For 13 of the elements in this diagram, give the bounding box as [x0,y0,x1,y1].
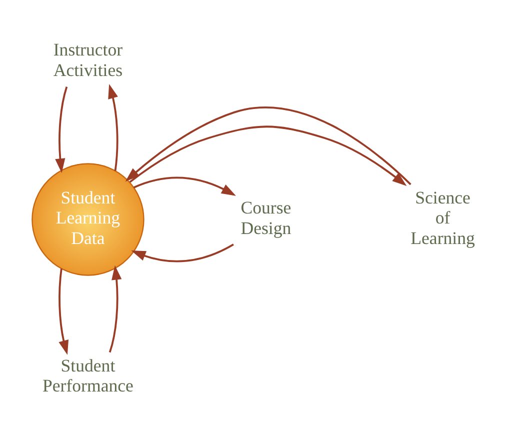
arrow [129,126,407,186]
arrow [108,84,118,171]
arrow [131,244,234,262]
node-text: Instructor Activities [53,40,123,80]
node-text: Science of Learning [410,187,475,248]
node-text: Student Performance [42,355,134,396]
node-text: Course Design [240,198,292,238]
arrow [55,86,68,174]
arrow [125,106,412,186]
arrow [134,176,236,196]
node-circle: Student Learning Data [32,163,144,276]
arrow [58,268,69,355]
arrow [108,265,122,353]
